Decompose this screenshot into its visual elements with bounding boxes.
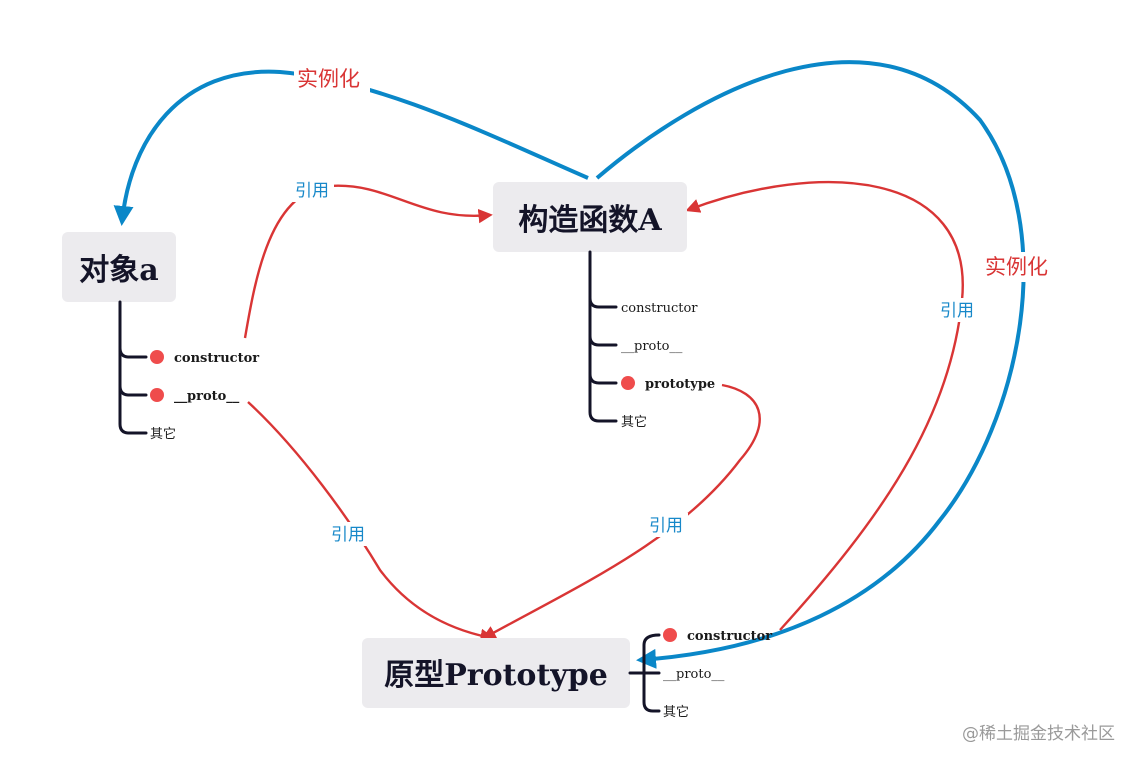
node-title-object-a: 对象a: [79, 253, 158, 288]
constructor-A-item-constructor: constructor: [621, 301, 698, 316]
prototype-item-proto: __proto__: [663, 667, 725, 682]
branch-constructor-A: [588, 250, 618, 423]
constructor-A-item-proto: __proto__: [621, 339, 683, 354]
instantiate-label-left: 实例化: [297, 67, 360, 91]
reference-label-top: 引用: [295, 181, 329, 201]
prototype-item-other: 其它: [663, 704, 689, 720]
marker-dot: [621, 376, 635, 390]
node-constructor-A[interactable]: 构造函数A: [493, 182, 687, 252]
reference-label-right: 引用: [940, 301, 974, 321]
instantiate-edge-A-to-a: [113, 69, 589, 226]
instantiate-edge-A-to-prototype: [595, 60, 1026, 669]
marker-dot: [150, 350, 164, 364]
reference-label-bottom-left: 引用: [331, 525, 365, 545]
branch-prototype: [628, 633, 661, 713]
branch-object-a: [118, 300, 148, 435]
reference-edge-a-proto-to-prototype: [247, 401, 495, 643]
node-title-constructor-A: 构造函数A: [518, 203, 662, 238]
node-object-a[interactable]: 对象a: [62, 232, 176, 302]
marker-dot: [150, 388, 164, 402]
reference-edge-a-constructor-to-A: [243, 184, 493, 339]
reference-label-bottom-right: 引用: [649, 516, 683, 536]
object-a-item-other: 其它: [150, 426, 176, 442]
reference-edge-prototype-constructor-to-A: [685, 181, 964, 631]
watermark: @稀土掘金技术社区: [962, 724, 1115, 744]
node-prototype[interactable]: 原型Prototype: [362, 638, 630, 708]
object-a-item-constructor: constructor: [174, 351, 259, 366]
constructor-A-item-prototype: prototype: [645, 377, 715, 392]
object-a-item-proto: __proto__: [174, 389, 240, 404]
prototype-item-constructor: constructor: [687, 629, 772, 644]
constructor-A-item-other: 其它: [621, 414, 647, 430]
node-title-prototype: 原型Prototype: [384, 658, 608, 693]
reference-edge-A-prototype-to-prototype: [481, 383, 761, 640]
marker-dot: [663, 628, 677, 642]
instantiate-label-right: 实例化: [985, 255, 1048, 279]
